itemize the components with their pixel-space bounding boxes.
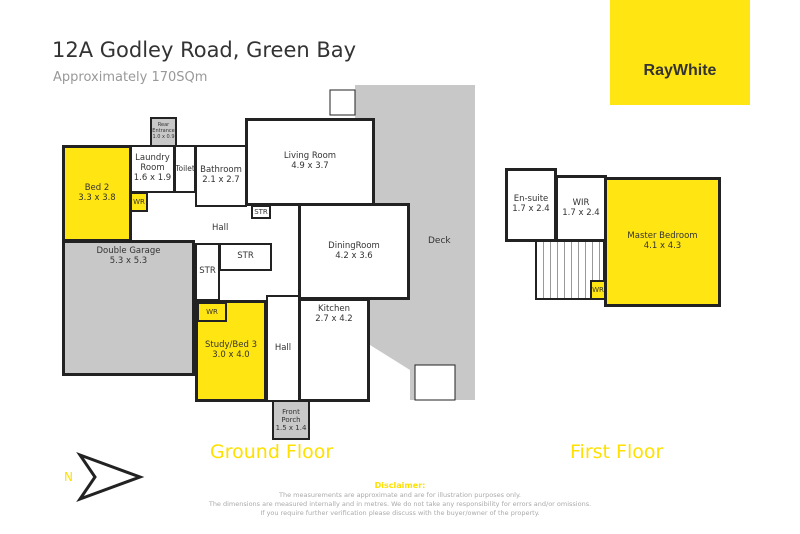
disclaimer: Disclaimer: The measurements are approxi… [208, 481, 592, 518]
brand-logo: RayWhite [610, 0, 750, 105]
compass-label: N [64, 470, 73, 484]
property-address: 12A Godley Road, Green Bay [52, 38, 357, 62]
room-hall-2: Hall [266, 295, 300, 402]
room-wr-3: WR [590, 280, 606, 300]
room-wr-2: WR [197, 302, 227, 322]
north-arrow-icon [76, 452, 145, 502]
room-str-3: STR [219, 243, 272, 271]
room-str: STR [251, 205, 271, 219]
room-str-2: STR [195, 243, 220, 301]
floor-area: Approximately 170SQm [53, 70, 208, 85]
room-wr: WR [130, 192, 148, 212]
first-floor-label: First Floor [570, 441, 664, 463]
logo-text: RayWhite [643, 62, 717, 79]
ground-floor-label: Ground Floor [210, 441, 334, 463]
room-toilet: Toilet [174, 145, 196, 193]
room-deck: Deck [428, 236, 451, 246]
room-hall: Hall [212, 223, 229, 233]
